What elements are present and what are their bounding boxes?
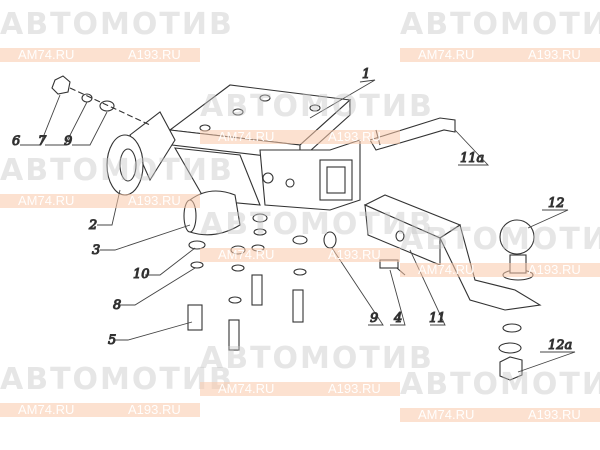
nut-washer-set <box>51 75 151 126</box>
label-1: 1 <box>362 67 370 82</box>
label-9-bottom: 9 <box>370 311 378 326</box>
label-11a: 11a <box>460 151 484 166</box>
label-6: 6 <box>12 134 20 149</box>
part-11-drawbar <box>363 194 542 311</box>
label-12: 12 <box>548 196 565 211</box>
label-2: 2 <box>88 218 97 233</box>
part-12-ball <box>498 219 535 381</box>
label-5: 5 <box>108 333 116 348</box>
label-7: 7 <box>38 134 47 149</box>
label-3: 3 <box>92 243 100 258</box>
label-8: 8 <box>113 298 121 313</box>
label-9-top: 9 <box>64 134 72 149</box>
label-11: 11 <box>429 311 446 326</box>
label-10: 10 <box>133 267 150 282</box>
label-12a: 12a <box>548 338 572 353</box>
part-3-sleeve <box>183 190 241 236</box>
label-4: 4 <box>393 311 402 326</box>
